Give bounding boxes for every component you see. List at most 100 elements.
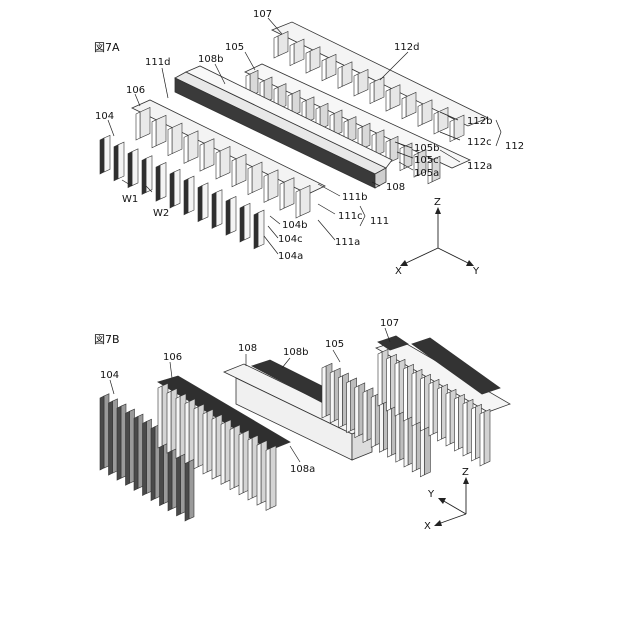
fin-104 [142, 158, 146, 194]
fin-106 [156, 115, 166, 146]
fin-105-b [379, 400, 383, 452]
fin-107-b [412, 372, 416, 426]
fin-104-b [143, 422, 147, 496]
label-111: 111 [370, 216, 389, 227]
label-105a: 105a [414, 168, 439, 179]
fin-106-b [194, 407, 198, 469]
fin-107-b [387, 357, 391, 411]
fin-105-b [355, 386, 359, 438]
label-105-b: 105 [325, 339, 344, 350]
fin-106-b [230, 428, 234, 490]
label-W1: W1 [122, 194, 138, 205]
fin-104 [156, 165, 160, 201]
fin-105-b [330, 371, 334, 423]
fin-106 [248, 167, 252, 195]
fin-104 [212, 192, 216, 228]
fin-107-b [421, 377, 425, 431]
label-107-b: 107 [380, 318, 399, 329]
label-108b: 108b [198, 54, 223, 65]
axis-triad-7a: Z X Y [395, 197, 480, 277]
label-105c: 105c [414, 155, 439, 166]
fin-104 [202, 183, 208, 220]
fin-106-b [176, 396, 180, 458]
fin-104 [132, 149, 138, 186]
fin-106 [152, 120, 156, 148]
fin-104 [226, 199, 230, 235]
fin-107 [278, 32, 288, 57]
fin-104 [216, 190, 222, 227]
fin-104 [114, 145, 118, 181]
label-112c: 112c [467, 137, 492, 148]
fin-104 [100, 138, 104, 174]
label-106: 106 [126, 85, 145, 96]
fin-104-b [151, 427, 155, 501]
fin-106 [284, 178, 294, 209]
fin-106 [268, 170, 278, 201]
fin-107 [358, 70, 368, 95]
fin-106-b [239, 433, 243, 495]
fin-104 [170, 172, 174, 208]
fin-106 [200, 143, 204, 171]
axis-z-7b: Z [462, 467, 469, 478]
fin-107 [326, 54, 336, 79]
fin-106 [296, 190, 300, 218]
figure-7a: 図7A [94, 9, 524, 277]
fin-104 [188, 176, 194, 213]
fin-104 [244, 203, 250, 240]
fin-106 [216, 151, 220, 179]
label-104c: 104c [278, 234, 303, 245]
fin-106-b [185, 402, 189, 464]
fin-107 [338, 66, 342, 88]
fin-105-b [371, 395, 375, 447]
fin-105 [376, 130, 384, 156]
fin-106-b [212, 417, 216, 479]
fin-105-b [347, 381, 351, 433]
fin-105 [400, 147, 404, 171]
fin-104 [240, 206, 244, 242]
fin-106 [136, 112, 140, 140]
fin-105-b [396, 410, 400, 462]
fin-107-b [455, 397, 459, 451]
fin-106 [204, 139, 214, 170]
figure-7b: 図7B [94, 318, 510, 532]
label-112: 112 [505, 141, 524, 152]
fin-104 [160, 163, 166, 200]
fin-106-b [266, 448, 270, 510]
fin-107 [386, 89, 390, 111]
fin-104-b [134, 416, 138, 490]
fin-106-b [167, 391, 171, 453]
label-111c: 111c [338, 211, 363, 222]
axis-triad-7b: Z Y X [424, 467, 469, 532]
fin-107 [374, 77, 384, 102]
fin-107 [390, 85, 400, 110]
fin-105-b [420, 425, 424, 477]
fin-106 [188, 131, 198, 162]
fin-107-b [446, 392, 450, 446]
label-112b: 112b [467, 116, 492, 127]
fin-107 [294, 39, 304, 64]
fin-105-b [322, 366, 326, 418]
label-104b: 104b [282, 220, 307, 231]
fin-105 [390, 136, 398, 162]
fin-106 [140, 108, 150, 139]
fin-107 [450, 120, 454, 142]
fin-107 [406, 92, 416, 117]
fin-107-b [463, 402, 467, 456]
fin-107-b [438, 387, 442, 441]
label-W2: W2 [153, 208, 169, 219]
fin-106-b [248, 438, 252, 500]
fin-107-b [378, 352, 382, 406]
fin-106-b [158, 386, 162, 448]
fin-104 [174, 169, 180, 206]
fin-107 [370, 82, 374, 104]
fin-106 [172, 123, 182, 154]
figure-7a-title: 図7A [94, 41, 120, 54]
axis-z-7a: Z [434, 197, 441, 208]
fin-107 [438, 108, 448, 133]
label-112a: 112a [467, 161, 492, 172]
fin-107 [422, 100, 432, 125]
label-108a-b: 108a [290, 464, 315, 475]
fin-106-b [203, 412, 207, 474]
fin-104 [104, 135, 110, 172]
label-105: 105 [225, 42, 244, 53]
